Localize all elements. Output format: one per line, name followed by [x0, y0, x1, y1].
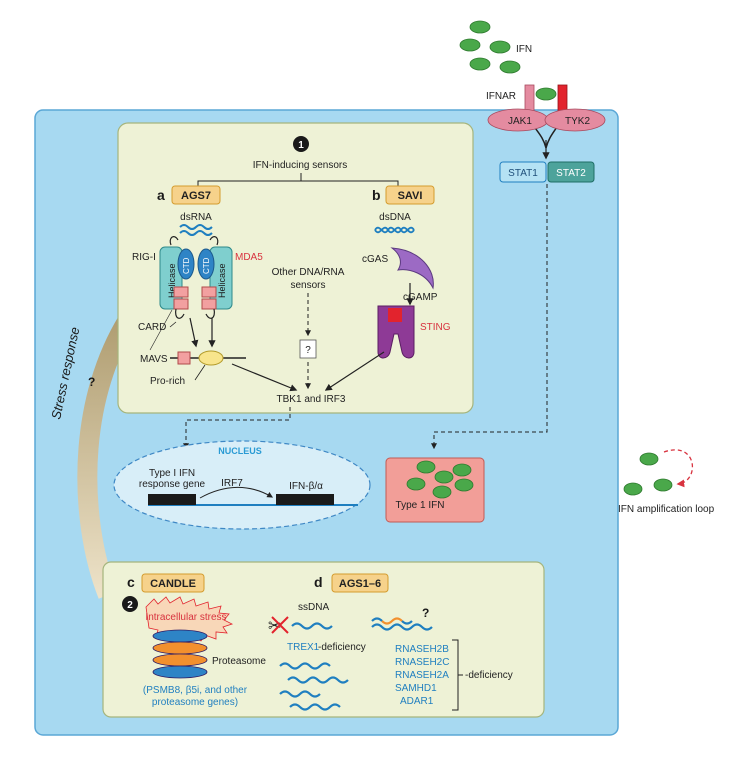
- tyk2-label: TYK2: [565, 116, 590, 127]
- cgas-enzyme: [390, 247, 434, 290]
- gene-label-line1: Type I IFN: [149, 468, 195, 479]
- other-sensors-line2: sensors: [290, 280, 325, 291]
- bottom-panel: [102, 561, 545, 718]
- ags7-label: AGS7: [181, 190, 211, 202]
- rig-i-ctd-text: CTD: [182, 257, 191, 274]
- step-1-badge: [293, 136, 309, 152]
- candle-tag: [141, 573, 205, 593]
- gene-list-deficiency: -deficiency: [465, 670, 513, 681]
- type1-ifn-molecules: [406, 460, 474, 499]
- panel-b-letter: b: [372, 187, 381, 203]
- rig-i-card-2: [173, 298, 189, 310]
- rna-dna-hybrid: [371, 617, 433, 631]
- ssdna-label: ssDNA: [298, 602, 329, 613]
- stat2-label: STAT2: [556, 168, 586, 179]
- sting-ligand: [388, 308, 402, 322]
- ifnar-label: IFNAR: [486, 91, 516, 102]
- amplification-loop-arrow: [663, 449, 694, 488]
- rig-i-helicase-text: Helicase: [167, 263, 177, 298]
- panel-a-letter: a: [157, 187, 165, 203]
- panel-d-letter: d: [314, 574, 323, 590]
- type1-ifn-label: Type 1 IFN: [396, 500, 445, 511]
- mda5-ctd-text: CTD: [202, 257, 211, 274]
- rig-i-label: RIG-I: [132, 252, 156, 263]
- nucleus: [113, 440, 371, 530]
- candle-label: CANDLE: [150, 578, 196, 590]
- mavs-card: [177, 351, 191, 365]
- cgamp-label: cGAMP: [403, 292, 438, 303]
- amplification-loop-label: IFN amplification loop: [618, 504, 715, 515]
- intracellular-stress-label: Intracellular stress: [145, 612, 226, 623]
- other-sensors-line1: Other DNA/RNA: [272, 267, 345, 278]
- ifn-ba-label: IFN-β/α: [289, 481, 323, 492]
- dsdna-helix: [374, 226, 415, 234]
- dsdna-label: dsDNA: [379, 212, 411, 223]
- ifn-amplification-molecules: [623, 452, 673, 496]
- ssdna-strands: [279, 622, 349, 711]
- stress-question-mark: ?: [88, 375, 95, 389]
- cgas-label: cGAS: [362, 254, 388, 265]
- type1-ifn-gene: [148, 494, 196, 505]
- gene-3: SAMHD1: [395, 683, 437, 694]
- mda5-card-2: [201, 298, 217, 310]
- mavs-pro-rich: [198, 350, 224, 366]
- dsrna-label: dsRNA: [180, 212, 212, 223]
- tbk1-irf3-label: TBK1 and IRF3: [277, 394, 346, 405]
- stat1-box: [499, 161, 547, 183]
- pro-rich-label: Pro-rich: [150, 376, 185, 387]
- dsrna-strands: [179, 224, 213, 236]
- ifn-molecules: [459, 20, 557, 101]
- ags1-6-tag: [331, 573, 389, 593]
- rig-i-ctd: [177, 248, 195, 280]
- gene-0: RNASEH2B: [395, 644, 449, 655]
- unknown-sensor-q: ?: [305, 345, 311, 356]
- sting-label: STING: [420, 322, 451, 333]
- mda5-label: MDA5: [235, 252, 263, 263]
- nucleus-title: NUCLEUS: [218, 446, 262, 456]
- mavs-label: MAVS: [140, 354, 168, 365]
- sensors-title: IFN-inducing sensors: [253, 160, 347, 171]
- mda5-ctd: [197, 248, 215, 280]
- ifn-label: IFN: [516, 44, 532, 55]
- deficiency-gene-list: RNASEH2B RNASEH2C RNASEH2A SAMHD1 ADAR1: [395, 644, 449, 707]
- hybrid-question-mark: ?: [422, 606, 429, 620]
- trex1-label: TREX1: [287, 642, 320, 653]
- stat2-box: [547, 161, 595, 183]
- mda5-card-1: [201, 286, 217, 298]
- trex1-deficiency-label: -deficiency: [318, 642, 366, 653]
- sting-protein: [377, 305, 415, 359]
- gene-1: RNASEH2C: [395, 657, 449, 668]
- ags1-6-label: AGS1–6: [339, 578, 381, 590]
- step-1-number: 1: [298, 140, 304, 151]
- savi-label: SAVI: [398, 190, 423, 202]
- gene-label-line2: response gene: [139, 479, 206, 490]
- step-2-badge: [122, 596, 138, 612]
- jak1-label: JAK1: [508, 116, 532, 127]
- ags7-tag: [171, 185, 221, 205]
- unknown-sensor-box: [299, 339, 317, 359]
- tbk1-to-nucleus-arrow: [183, 407, 291, 450]
- proteasome-label: Proteasome: [212, 656, 266, 667]
- rig-i-card-1: [173, 286, 189, 298]
- irf7-label: IRF7: [221, 478, 243, 489]
- step-2-number: 2: [127, 600, 133, 611]
- gene-4: ADAR1: [400, 696, 434, 707]
- mda5-helicase-text: Helicase: [217, 263, 227, 298]
- proteasome-genes-line2: proteasome genes): [152, 697, 238, 708]
- panel-c-letter: c: [127, 574, 135, 590]
- stat-to-nucleus-arrow: [431, 184, 548, 450]
- ifn-ba-gene: [276, 494, 334, 505]
- card-label: CARD: [138, 322, 166, 333]
- savi-tag: [385, 185, 435, 205]
- gene-2: RNASEH2A: [395, 670, 449, 681]
- proteasome-stack: [152, 629, 208, 679]
- proteasome-genes-line1: (PSMB8, β5i, and other: [143, 685, 248, 696]
- stat1-label: STAT1: [508, 168, 538, 179]
- tyk2-kinase: [544, 108, 606, 132]
